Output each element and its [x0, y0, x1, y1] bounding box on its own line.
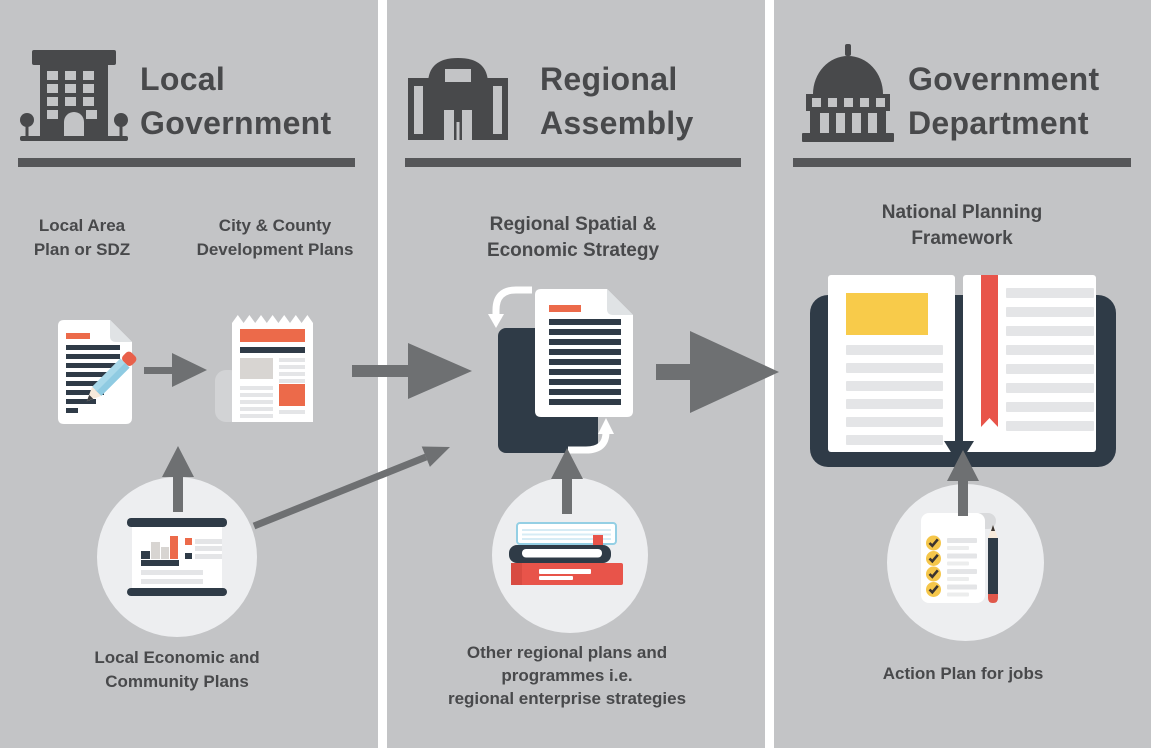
cycle-arrow-bottom-icon	[568, 418, 614, 454]
newspaper-icon	[215, 315, 313, 422]
label-npf: National Planning Framework	[881, 202, 1043, 249]
arrow-up-action-plan	[947, 450, 979, 516]
office-building-icon	[20, 50, 128, 141]
column-title: Regional Assembly	[540, 61, 694, 141]
label-development-plans: City & County Development Plans	[196, 216, 354, 259]
document-pencil-icon	[58, 320, 137, 424]
arrow-up-lecp	[162, 446, 194, 512]
capitol-building-icon	[802, 44, 894, 142]
open-book-icon	[810, 275, 1116, 467]
checklist-icon	[921, 513, 998, 603]
label-lecp: Local Economic and Community Plans	[94, 648, 260, 691]
header-divider	[405, 158, 741, 167]
label-local-area-plan: Local Area Plan or SDZ	[33, 216, 131, 259]
arrow-lecp-to-regional	[252, 446, 450, 530]
assembly-hall-icon	[408, 58, 508, 140]
arrow-right-small	[144, 353, 207, 387]
pencil-icon	[86, 351, 137, 402]
arrow-regional-to-national	[656, 331, 779, 413]
label-action-plan: Action Plan for jobs	[882, 664, 1044, 683]
books-stack-icon	[509, 522, 623, 585]
presentation-chart-icon	[127, 518, 227, 596]
column-local-government: Local Government Local Area Plan or SDZ …	[0, 0, 378, 748]
header-divider	[18, 158, 355, 167]
arrow-local-to-regional	[352, 343, 472, 399]
strategy-document-icon	[535, 289, 633, 417]
bookmark-ribbon	[981, 275, 998, 427]
column-government-department: Government Department National Planning …	[774, 0, 1151, 748]
label-other-regional-plans: Other regional plans and programmes i.e.…	[447, 643, 687, 708]
cycle-arrow-top-icon	[488, 286, 532, 328]
column-title: Local Government	[140, 61, 332, 141]
arrow-up-regional-plans	[551, 448, 583, 514]
header-divider	[793, 158, 1131, 167]
label-rses: Regional Spatial & Economic Strategy	[486, 214, 660, 261]
pencil-icon	[988, 525, 998, 603]
column-title: Government Department	[908, 61, 1100, 141]
